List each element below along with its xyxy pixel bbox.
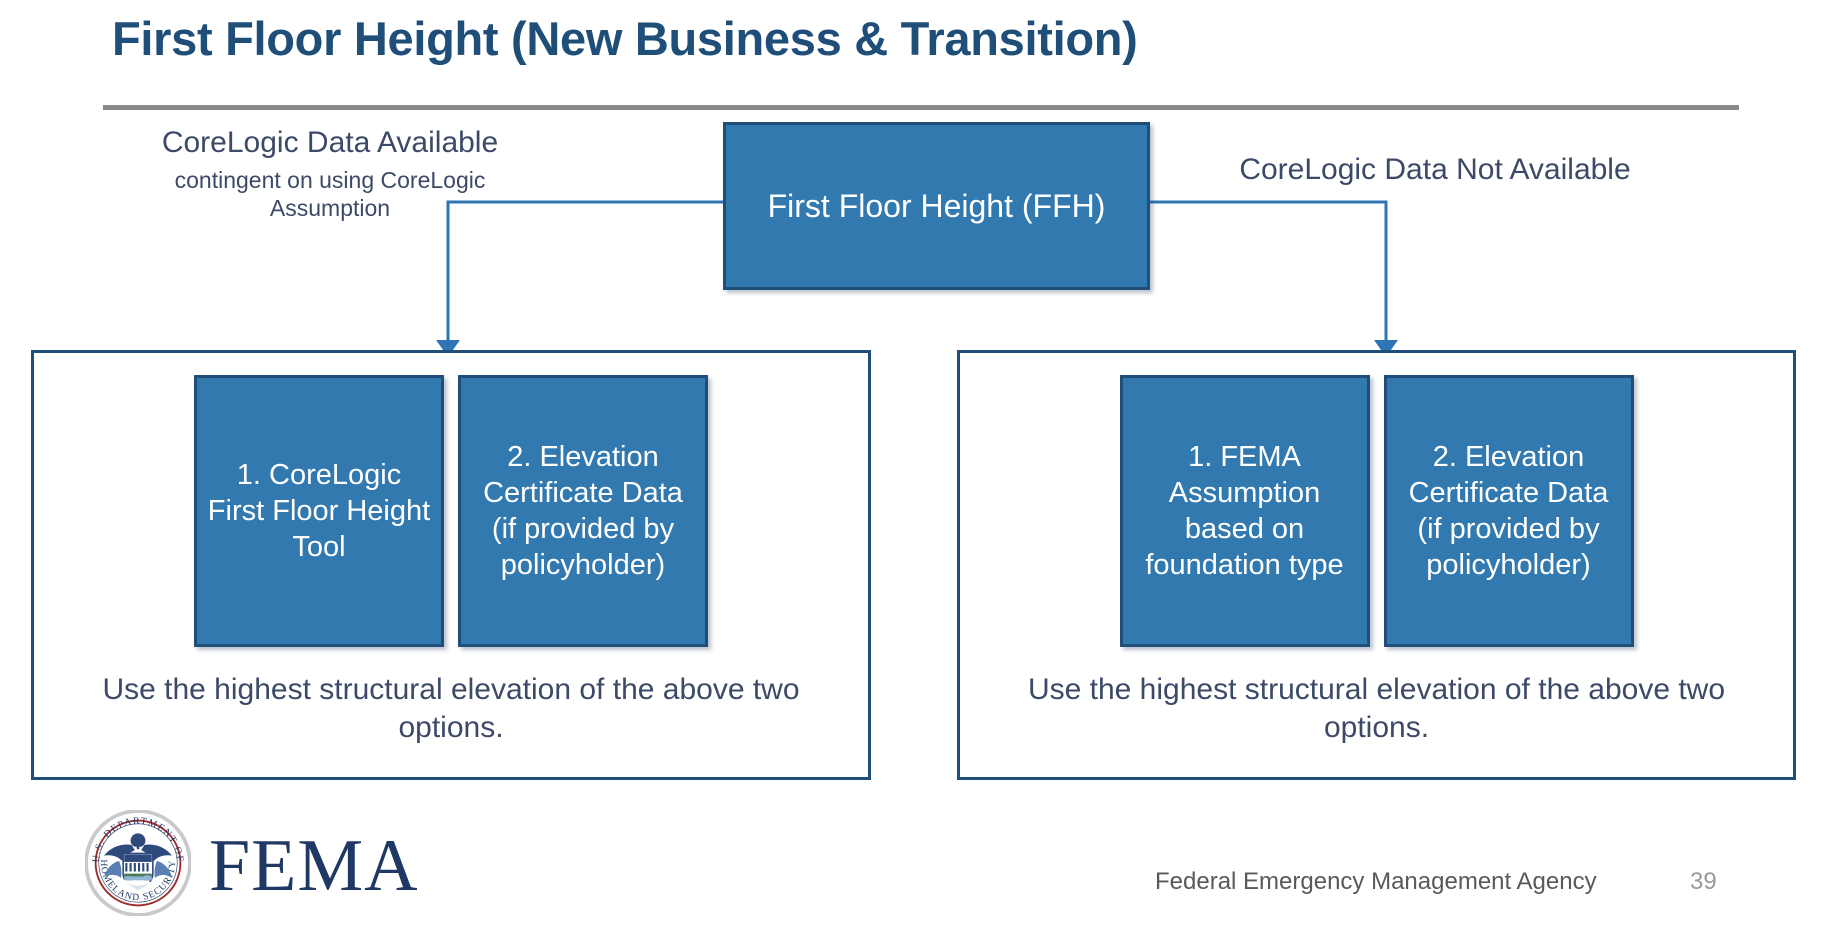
branch-options-left: 1. CoreLogic First Floor Height Tool 2. … [34,375,868,647]
option-corelogic-ffh-tool-label: 1. CoreLogic First Floor Height Tool [207,458,431,564]
option-elevation-certificate-left-label: 2. Elevation Certificate Data (if provid… [483,440,683,582]
page-title: First Floor Height (New Business & Trans… [112,12,1138,65]
option-elevation-certificate-left[interactable]: 2. Elevation Certificate Data (if provid… [458,375,708,647]
branch-panel-corelogic-available: 1. CoreLogic First Floor Height Tool 2. … [31,350,871,780]
branch-caption-right: CoreLogic Data Not Available [1200,151,1670,189]
branch-footnote-right: Use the highest structural elevation of … [1027,673,1726,744]
dhs-seal-icon: U.S. DEPARTMENT OF HOMELAND SECURITY [85,809,191,916]
title-divider [103,105,1739,110]
option-fema-assumption[interactable]: 1. FEMA Assumption based on foundation t… [1119,375,1370,647]
connector-right-elbow [1150,200,1388,340]
node-first-floor-height-label: First Floor Height (FFH) [767,187,1106,224]
node-first-floor-height[interactable]: First Floor Height (FFH) [723,122,1150,290]
fema-wordmark: FEMA [209,824,419,907]
option-corelogic-ffh-tool[interactable]: 1. CoreLogic First Floor Height Tool [194,375,444,647]
option-fema-assumption-label: 1. FEMA Assumption based on foundation t… [1145,440,1344,582]
branch-footnote-left: Use the highest structural elevation of … [102,673,800,744]
footer-agency-name: Federal Emergency Management Agency [1155,868,1597,895]
branch-caption-right-main: CoreLogic Data Not Available [1239,153,1631,186]
option-elevation-certificate-right-label: 2. Elevation Certificate Data (if provid… [1408,440,1609,582]
option-elevation-certificate-right[interactable]: 2. Elevation Certificate Data (if provid… [1383,375,1634,647]
seal-eagle-icon [104,832,172,893]
fema-logo: U.S. DEPARTMENT OF HOMELAND SECURITY [85,805,418,920]
branch-caption-left-main: CoreLogic Data Available [161,126,499,159]
footer-page-number: 39 [1690,868,1717,895]
branch-panel-corelogic-not-available: 1. FEMA Assumption based on foundation t… [957,350,1796,780]
branch-caption-left-sub: contingent on using CoreLogic Assumption [174,166,486,222]
branch-options-right: 1. FEMA Assumption based on foundation t… [960,375,1793,647]
branch-caption-left: CoreLogic Data Available contingent on u… [120,124,540,223]
